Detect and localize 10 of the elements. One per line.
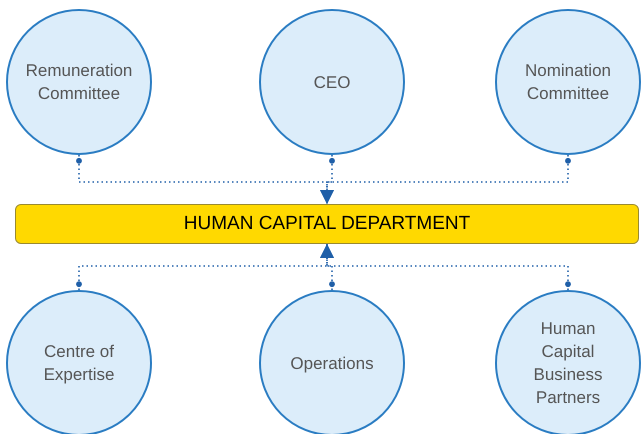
- node-label: Remuneration Committee: [24, 60, 134, 105]
- dotted-connector: [320, 244, 571, 290]
- department-bar: [15, 204, 639, 244]
- node-label: CEO: [314, 72, 350, 94]
- dotted-connector: [320, 155, 571, 204]
- node-label: Centre of Expertise: [42, 341, 116, 386]
- node-label: Nomination Committee: [524, 60, 612, 105]
- node-label: Operations: [290, 352, 374, 374]
- node-label: Human Capital Business Partners: [532, 318, 604, 409]
- node-label: HUMAN CAPITAL DEPARTMENT: [184, 212, 470, 236]
